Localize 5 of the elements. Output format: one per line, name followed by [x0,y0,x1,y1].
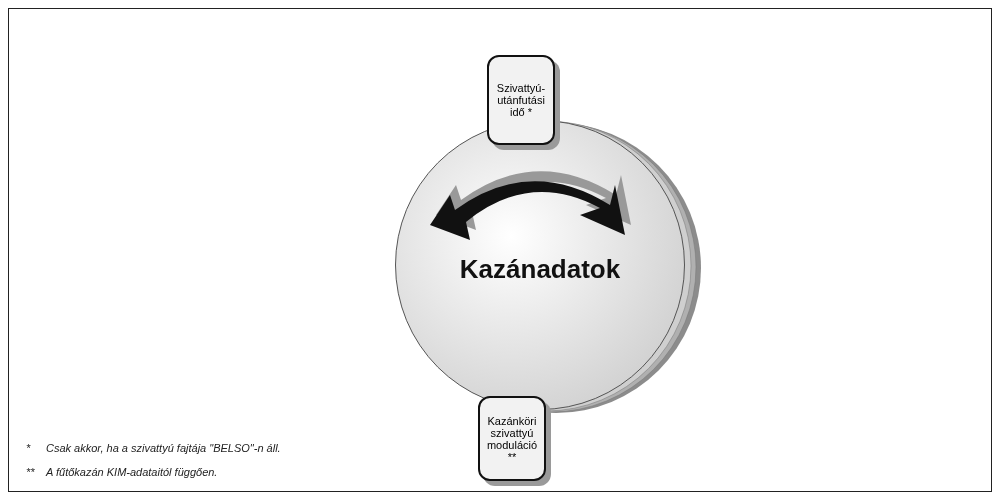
footnote-text: A fűtőkazán KIM-adataitól függően. [46,466,218,478]
footnote-mark: * [26,442,31,454]
disc-title: Kazánadatok [459,253,621,285]
footnote-mark: ** [26,466,35,478]
footnote-text: Csak akkor, ha a szivattyú fajtája "BELSO"-n áll. [46,442,281,454]
